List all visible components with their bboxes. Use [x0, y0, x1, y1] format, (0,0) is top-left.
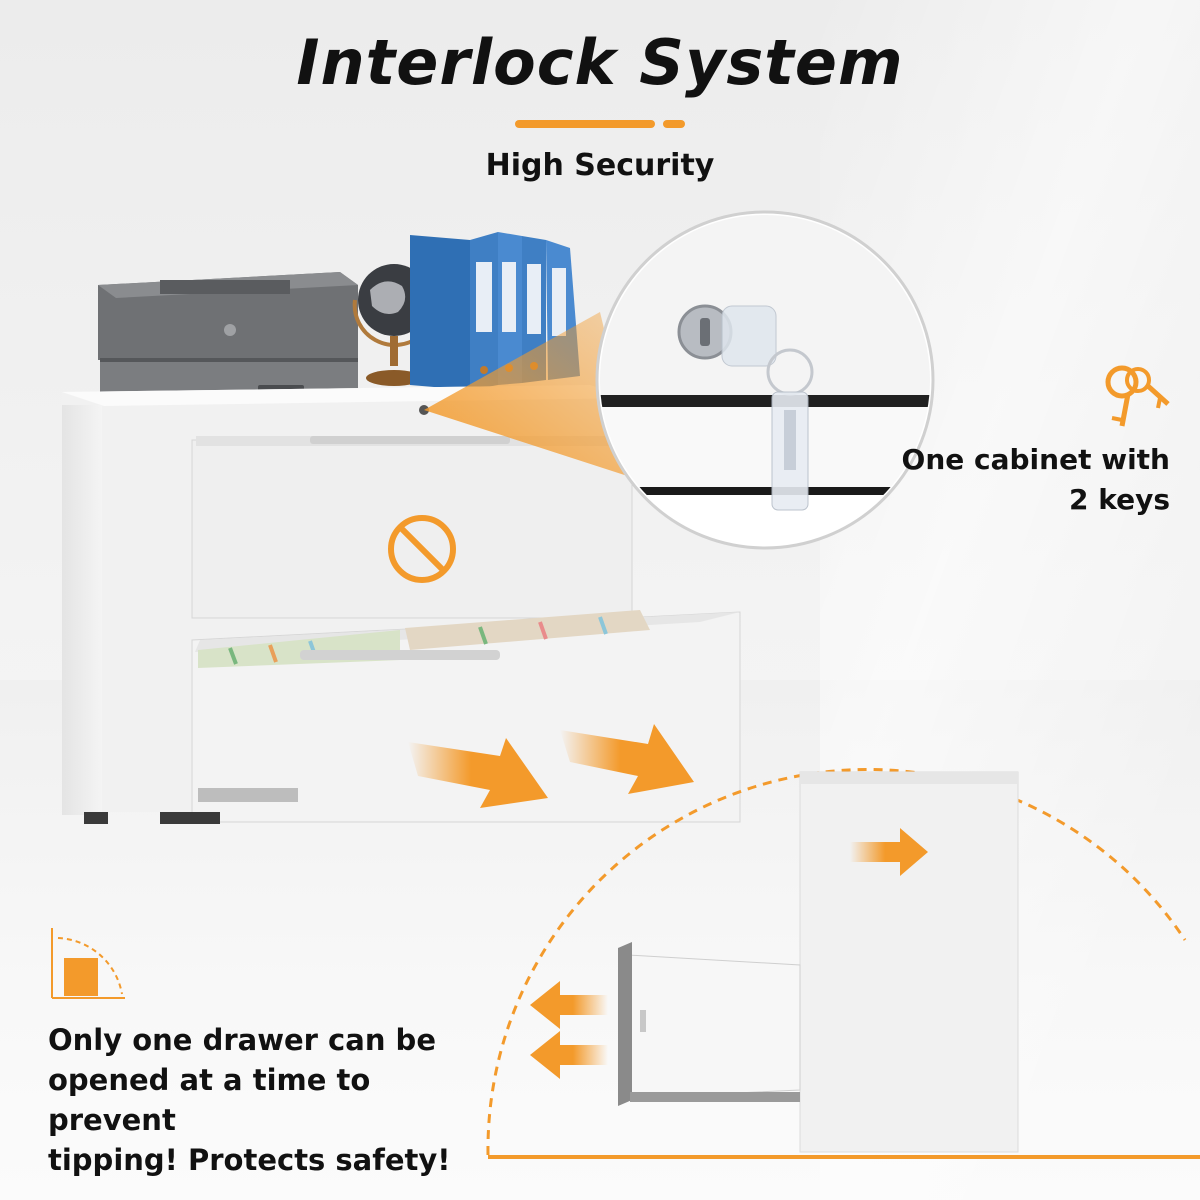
keys-caption: One cabinet with 2 keys — [902, 440, 1170, 520]
keys-caption-line: 2 keys — [1068, 483, 1170, 516]
tip-arc — [486, 768, 1187, 1156]
keys-caption-line: One cabinet with — [901, 443, 1170, 476]
interlock-caption-line: Only one drawer can be — [48, 1023, 436, 1057]
interlock-caption: Only one drawer can be opened at a time … — [48, 1020, 508, 1180]
filing-cabinet — [62, 385, 741, 824]
zoom-cone — [424, 312, 640, 480]
page-subtitle: High Security — [485, 148, 715, 183]
push-arrow-icon — [850, 828, 928, 876]
ground-line — [488, 1155, 1200, 1159]
page-title: Interlock System — [296, 26, 904, 99]
title-underline-long — [515, 120, 655, 128]
no-entry-icon — [388, 515, 456, 583]
title-underline-short — [663, 120, 685, 128]
lock-zoom-view — [595, 210, 935, 550]
side-view-cabinet — [618, 771, 1019, 1153]
interlock-caption-line: opened at a time to prevent — [48, 1063, 371, 1137]
interlock-caption-line: tipping! Protects safety! — [48, 1143, 451, 1177]
tip-angle-icon — [51, 928, 125, 999]
keys-icon — [1105, 365, 1170, 427]
pull-arrow-icon — [530, 981, 608, 1079]
drawer-arrow-icon — [408, 724, 694, 808]
printer — [98, 272, 358, 412]
